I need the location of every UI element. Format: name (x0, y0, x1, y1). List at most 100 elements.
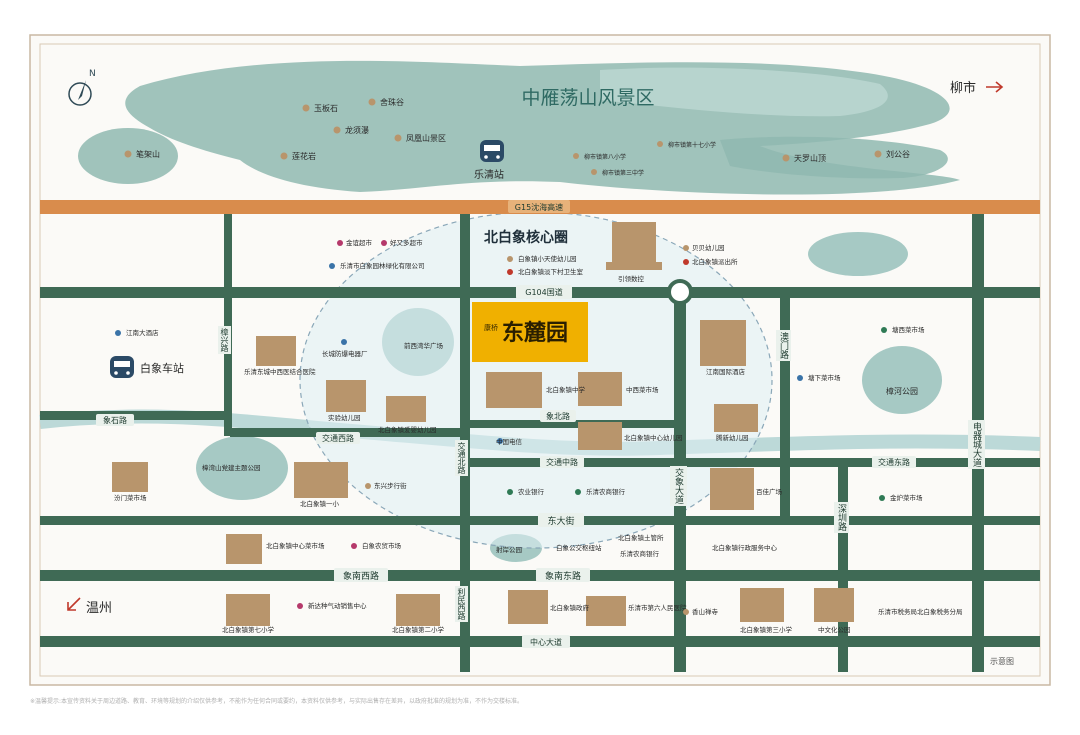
mountain-poi-marker (368, 98, 376, 106)
parking-marker (797, 375, 803, 381)
school-label: 柳市镇第三中学 (602, 169, 644, 177)
poi-primary-one: 北白象镇一小 (300, 499, 340, 508)
zhangxing-label: 樟兴路 (218, 326, 231, 354)
arrow-right-icon (986, 81, 1004, 93)
direction-liushi: 柳市 (950, 80, 976, 96)
project-marker (472, 302, 588, 362)
poi-zhangwan-park: 樟湾山党建主题公园 (202, 463, 261, 472)
mountain-poi-marker (782, 154, 790, 162)
poi-paichusuo: 北白象镇派出所 (692, 257, 738, 266)
project-name: 东麓园 (502, 320, 568, 345)
poi-kindergarten-a: 实验幼儿园 (328, 413, 361, 422)
mountain-poi-label: 莲花岩 (292, 151, 316, 161)
zhangxing-label-wrap: 樟兴路 (218, 326, 231, 354)
map-inner-frame (39, 43, 1041, 677)
mountain-poi-label: 凤凰山景区 (406, 133, 446, 143)
g104-label-box (516, 285, 572, 299)
xiangnanxi-label-box (334, 568, 388, 582)
jiaoxi-label-box (316, 432, 360, 444)
school-label: 柳市镇第八小学 (584, 153, 626, 161)
mountain-poi-label: 龙须瀑 (345, 125, 369, 135)
school-marker (657, 141, 663, 147)
poi-yinling: 引领数控 (618, 274, 645, 283)
mountain-poi-marker (124, 150, 132, 158)
poi-rural-bank: 乐清农商银行 (586, 487, 626, 496)
poi-primary-two: 北白象镇第二小学 (392, 625, 445, 634)
poi-jiangnan-intl: 江南国际酒店 (706, 367, 746, 376)
aomen-label-wrap: 澳门路 (776, 330, 791, 361)
poi-weisheng: 北白象镇淡下村卫生室 (518, 267, 584, 276)
poi-jinyin: 金谊超市 (346, 238, 373, 247)
telecom-marker (497, 438, 503, 444)
jiaoda-label-wrap: 交象大道 (670, 466, 687, 506)
aomen-label: 澳门路 (776, 330, 791, 361)
mountain-poi-label: 笔架山 (136, 149, 160, 159)
poi-commerce: 百佳广场 (756, 487, 783, 496)
poi-zhongxiao-market: 北白象镇中心菜市场 (266, 541, 325, 550)
disclaimer: ※温馨提示:本宣传资料关于周边道路、教育、环境等规划的介绍仅供参考，不能作为任何… (30, 698, 524, 705)
project-brand: 康桥 (484, 323, 498, 332)
map-legend-note: 示意图 (990, 656, 1014, 666)
zhongxin-label: 中心大道 (530, 637, 562, 647)
bank-marker (507, 489, 513, 495)
mountain-poi-label: 天罗山顶 (794, 153, 826, 163)
bus-station-icon (110, 356, 134, 378)
arrow-down-left-icon (67, 597, 81, 611)
poi-qianxiyuan: 前西湾华广场 (404, 341, 444, 350)
market-marker (881, 327, 887, 333)
poi-xinda: 新达种气动销售中心 (308, 601, 367, 610)
factory-marker (341, 339, 347, 345)
poi-beibei: 贝贝幼儿园 (692, 243, 725, 252)
poi-tangxi-market: 塘西菜市场 (892, 325, 925, 334)
mountain-poi-marker (333, 126, 341, 134)
poi-kindergarten-c: 北白象镇中心幼儿园 (624, 433, 683, 442)
poi-rural-bank-2: 乐清农商银行 (620, 549, 660, 558)
temple-marker (683, 609, 689, 615)
school-marker (591, 169, 597, 175)
mountain-poi-marker (302, 104, 310, 112)
shop-marker (297, 603, 303, 609)
market-marker (351, 543, 357, 549)
school-marker (683, 245, 689, 251)
baixiang-station-label: 白象车站 (140, 361, 184, 375)
leqing-station-label: 乐清站 (474, 168, 504, 181)
xiangbei-label-box (540, 410, 576, 422)
jiaoda-label: 交象大道 (670, 466, 687, 506)
poi-shangan-park: 射岸公园 (496, 545, 522, 554)
jiaozhong-label-box (540, 456, 584, 468)
building-icons (112, 222, 854, 626)
market-marker (879, 495, 885, 501)
shop-marker (381, 240, 387, 246)
poi-xiangshan-temple: 香山禅寺 (692, 607, 719, 616)
g104-roundabout (667, 279, 693, 305)
xiangshi-label-box (96, 414, 134, 426)
poi-nanyuan: 乐清东城中西医结合医院 (244, 367, 316, 376)
poi-admin-center: 北白象镇行政服务中心 (712, 543, 778, 552)
mountain-poi-marker (874, 150, 882, 158)
dianqicheng-label: 电器城大道 (968, 420, 985, 469)
bank-marker (575, 489, 581, 495)
g15-label-box (508, 200, 570, 213)
poi-middle-school: 北白象镇中学 (546, 385, 586, 394)
dongda-label: 东大街 (547, 515, 574, 527)
poi-primary-seven: 北白象镇第七小学 (222, 625, 275, 634)
poi-gov: 北白象镇政府 (550, 603, 590, 612)
poi-land-office: 北白象镇土管所 (618, 533, 664, 542)
clinic-marker (507, 269, 513, 275)
train-icon (480, 140, 504, 162)
mountain-poi-label: 刘公谷 (886, 149, 910, 159)
jiaoxi-label: 交通西路 (322, 433, 354, 443)
shenzhen-label: 深圳路 (834, 502, 849, 533)
zhongxin-label-box (522, 635, 570, 648)
shenzhen-label-wrap: 深圳路 (834, 502, 849, 533)
poi-zhongxi-market: 中西菜市场 (626, 385, 659, 394)
jiaodong-label: 交通东路 (878, 457, 910, 467)
core-circle-label: 北白象核心圈 (484, 229, 568, 246)
school-label: 柳市镇第十七小学 (668, 141, 716, 149)
g104-label: G104国道 (525, 287, 562, 297)
street-marker (365, 483, 371, 489)
svg-text:N: N (89, 69, 96, 79)
mountain-poi-label: 玉板石 (314, 103, 338, 113)
poi-farm-market: 白象农贸市场 (362, 541, 402, 550)
poi-primary-three: 北白象镇第三小学 (740, 625, 793, 634)
